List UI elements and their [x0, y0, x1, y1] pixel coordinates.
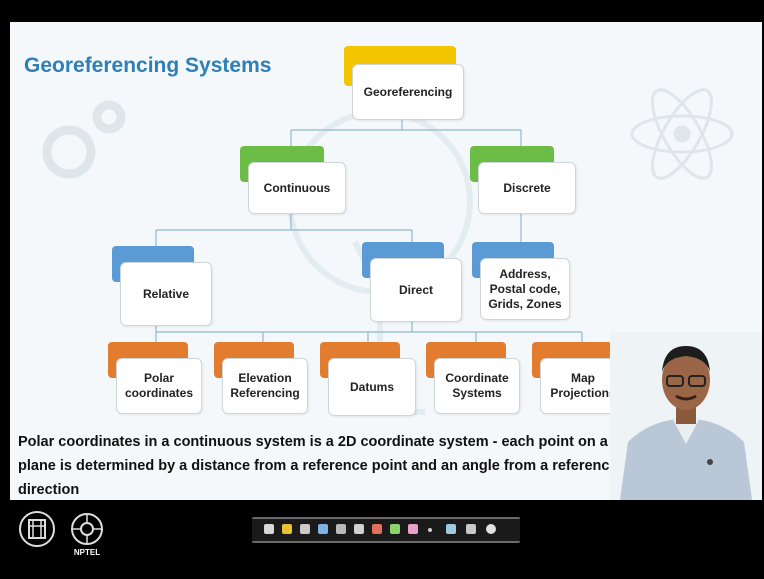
node-label: Elevation Referencing — [222, 358, 308, 414]
laser-icon[interactable] — [446, 524, 456, 534]
atom-watermark-icon — [630, 88, 734, 180]
node-label: Continuous — [248, 162, 346, 214]
node-label: Georeferencing — [352, 64, 464, 120]
arrow-icon[interactable] — [336, 524, 346, 534]
marker-icon[interactable] — [390, 524, 400, 534]
pointer-icon[interactable] — [318, 524, 328, 534]
record-icon[interactable] — [486, 524, 496, 534]
dot-icon[interactable] — [428, 528, 432, 532]
highlighter-icon[interactable] — [282, 524, 292, 534]
slide-caption: Polar coordinates in a continuous system… — [18, 434, 618, 498]
text-tool-icon[interactable] — [300, 524, 310, 534]
tree-connectors — [155, 117, 583, 342]
node-label: Discrete — [478, 162, 576, 214]
pen-tool-icon[interactable] — [264, 524, 274, 534]
annotation-tool-strip — [252, 517, 520, 543]
grid-icon[interactable] — [466, 524, 476, 534]
presenter-video — [610, 332, 762, 500]
node-label: Polar coordinates — [116, 358, 202, 414]
node-label: Address, Postal code, Grids, Zones — [480, 258, 570, 320]
nptel-logo-icon — [71, 513, 103, 545]
iit-kharagpur-emblem-icon — [19, 511, 55, 547]
screen-icon[interactable] — [354, 524, 364, 534]
slide-title: Georeferencing Systems — [24, 54, 272, 77]
eraser-icon[interactable] — [408, 524, 418, 534]
node-label: Relative — [120, 262, 212, 326]
pencil-icon[interactable] — [372, 524, 382, 534]
node-label: Direct — [370, 258, 462, 322]
gear-watermark-icon — [42, 100, 126, 179]
node-label: Coordinate Systems — [434, 358, 520, 414]
slide: Georeferencing Systems Georeferencing Co… — [10, 22, 762, 500]
node-label: Datums — [328, 358, 416, 416]
nptel-label: NPTEL — [73, 548, 101, 557]
